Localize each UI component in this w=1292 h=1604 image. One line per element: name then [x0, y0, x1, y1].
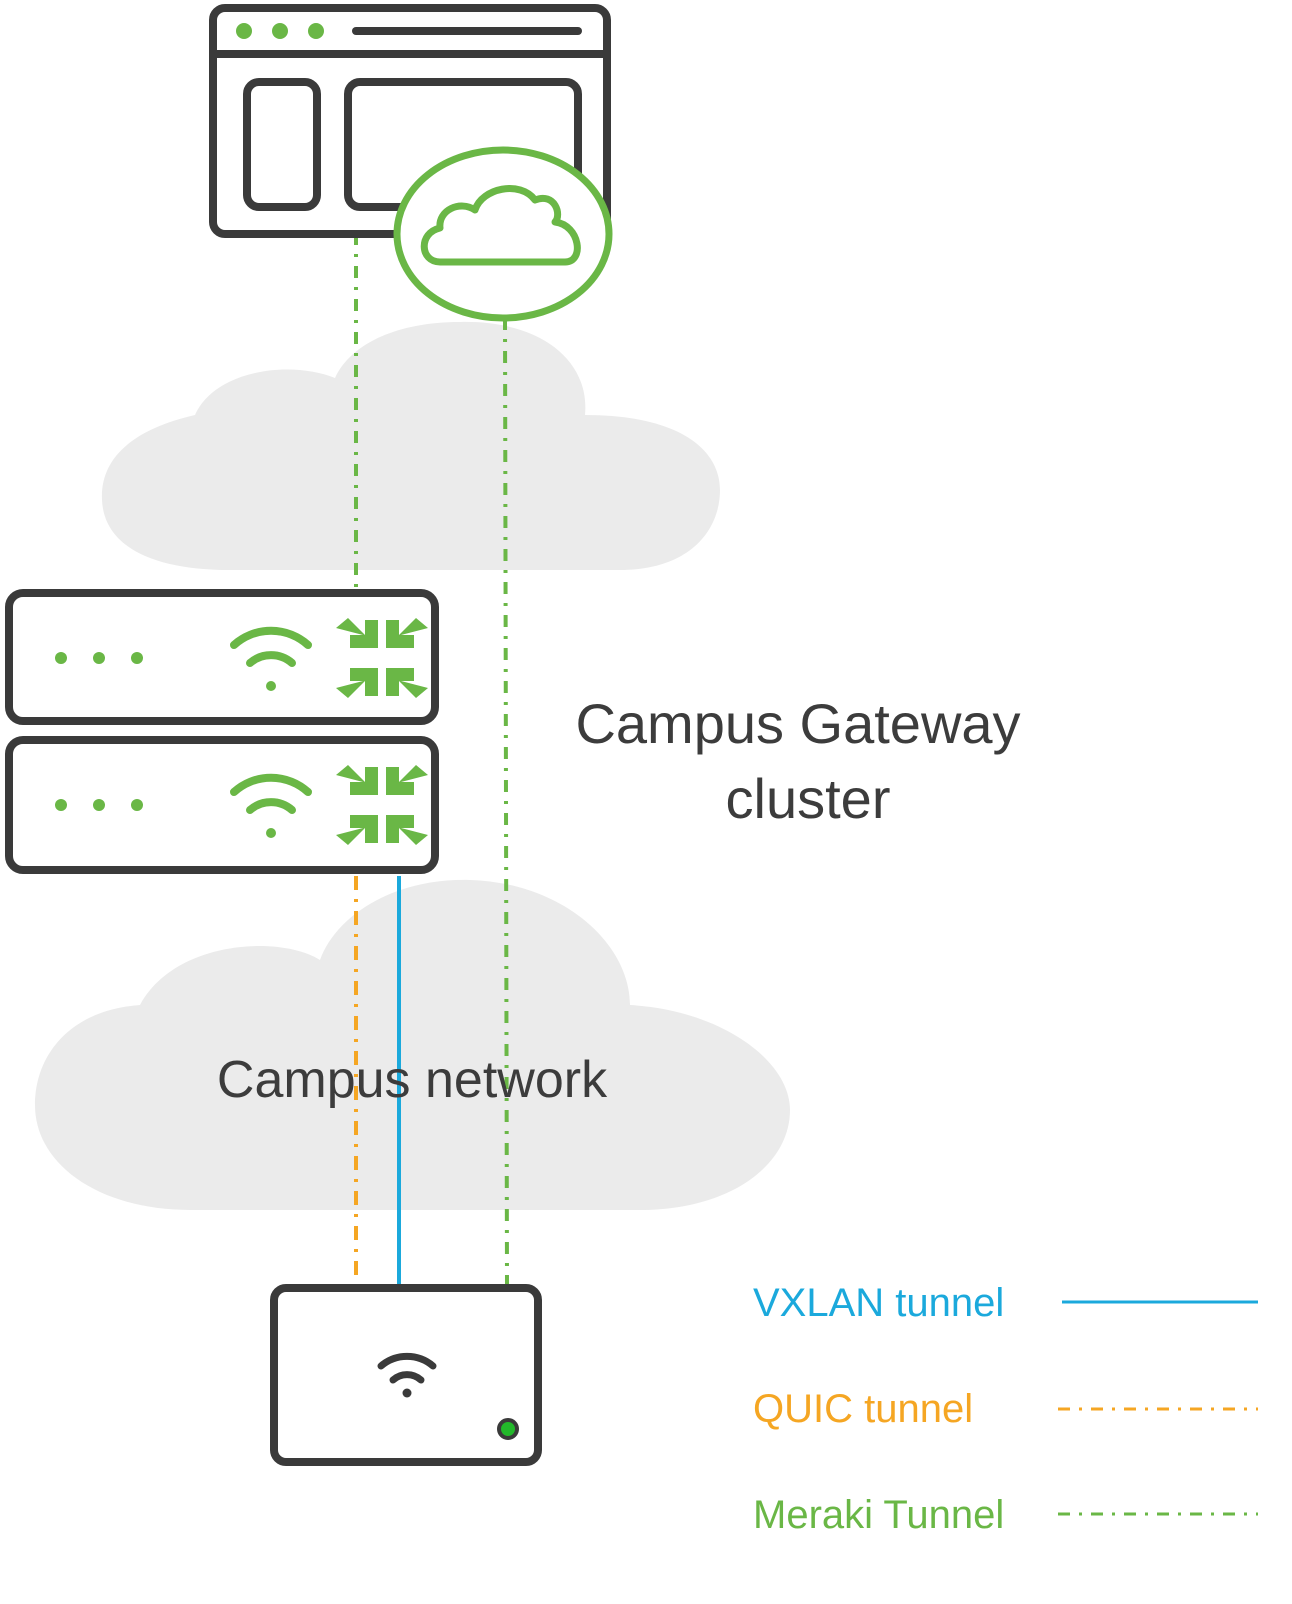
- meraki-cloud-icon: [393, 146, 613, 322]
- legend-label-quic: QUIC tunnel: [753, 1387, 973, 1431]
- legend-item-vxlan: VXLAN tunnel: [753, 1281, 1258, 1325]
- campus-gateway-unit-2: [5, 736, 439, 874]
- legend: VXLAN tunnel QUIC tunnel Meraki Tunnel: [753, 1281, 1258, 1537]
- status-led-icon: [497, 1418, 519, 1440]
- legend-item-meraki: Meraki Tunnel: [753, 1493, 1258, 1537]
- legend-label-meraki: Meraki Tunnel: [753, 1493, 1004, 1537]
- wifi-icon: [230, 773, 312, 838]
- legend-item-quic: QUIC tunnel: [753, 1387, 1258, 1431]
- legend-label-vxlan: VXLAN tunnel: [753, 1281, 1004, 1325]
- campus-network-cloud: [35, 879, 790, 1210]
- campus-gateway-unit-1: [5, 589, 439, 725]
- wifi-icon: [377, 1352, 437, 1398]
- status-dots-icon: [55, 652, 143, 664]
- access-point-device: [270, 1284, 542, 1466]
- compress-arrows-icon: [336, 765, 428, 845]
- tunnel-lines: [354, 233, 509, 1287]
- campus-network-label: Campus network: [217, 1051, 608, 1109]
- gateway-cluster-label-line2: cluster: [726, 767, 891, 830]
- compress-arrows-icon: [336, 618, 428, 698]
- internet-cloud: [101, 321, 720, 570]
- gateway-cluster-label-line1: Campus Gateway: [575, 692, 1020, 755]
- meraki-tunnel-cloud-to-ap: [503, 317, 509, 1287]
- wifi-icon: [230, 626, 312, 691]
- status-dots-icon: [55, 799, 143, 811]
